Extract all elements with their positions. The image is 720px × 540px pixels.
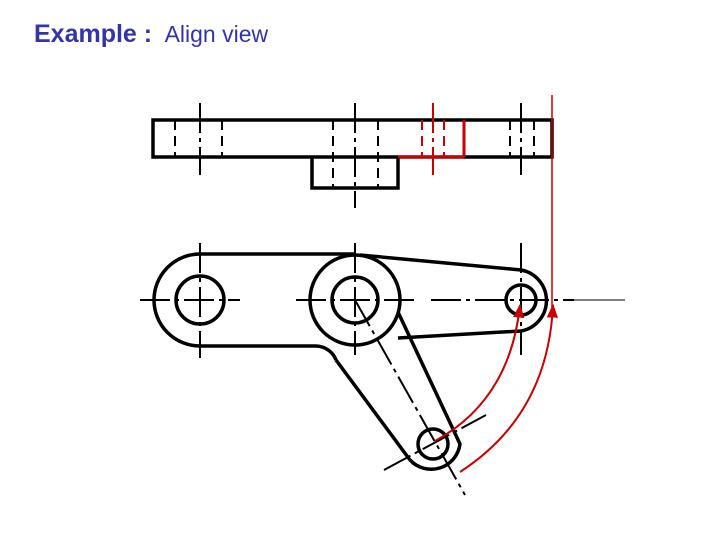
- hidden-lines: [174, 120, 535, 188]
- top-view: [151, 95, 554, 310]
- left-boss-outline: [152, 252, 338, 361]
- top-centerlines: [199, 103, 522, 208]
- arm-hole: [416, 427, 450, 461]
- red-projection-top: [398, 95, 553, 310]
- front-view: [152, 252, 549, 471]
- page-subtitle: Align view: [164, 21, 269, 47]
- red-rotation-arcs: [434, 303, 559, 473]
- title-row: Example : Align view: [34, 20, 268, 49]
- front-centerlines: [140, 243, 574, 496]
- top-view-outline: [151, 118, 554, 190]
- page-title: Example :: [34, 20, 153, 48]
- inner-arc: [434, 303, 525, 442]
- outer-arc: [459, 303, 559, 473]
